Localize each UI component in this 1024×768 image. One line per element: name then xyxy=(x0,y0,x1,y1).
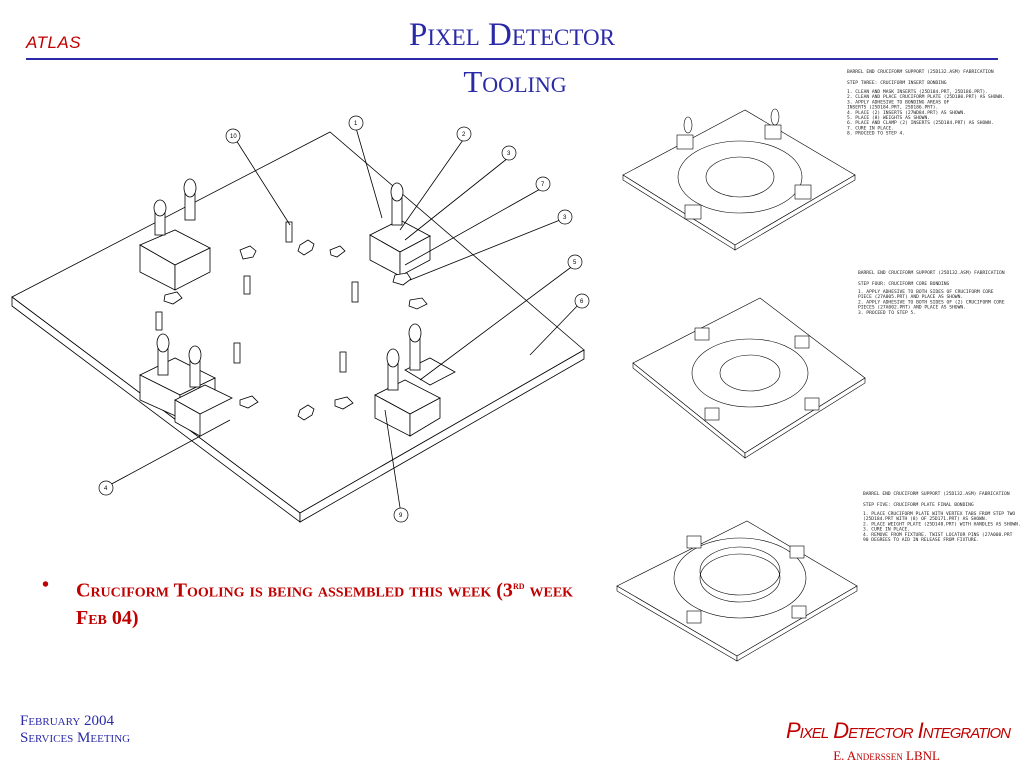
step5-heading: BARREL END CRUCIFORM SUPPORT (25D132.ASM… xyxy=(863,491,1010,497)
step-four-drawing: BARREL END CRUCIFORM SUPPORT (25D132.ASM… xyxy=(632,270,1005,459)
atlas-logo: ATLAS xyxy=(26,33,82,52)
step4-line-1: 1. APPLY ADHESIVE TO BOTH SIDES OF CRUCI… xyxy=(858,289,994,295)
callout-7: 7 xyxy=(541,182,545,188)
step4-line-2: PIECE (27A005.PRT) AND PLACE AS SHOWN. xyxy=(858,294,963,300)
clamp-block-top-left xyxy=(139,178,211,291)
callout-1: 1 xyxy=(354,121,358,127)
step-five-drawing: BARREL END CRUCIFORM SUPPORT (25D132.ASM… xyxy=(616,491,1021,662)
step3-title: STEP THREE: CRUCIFORM INSERT BONDING xyxy=(847,80,947,86)
step4-line-5: 3. PROCEED TO STEP 5. xyxy=(858,310,916,316)
main-tooling-drawing: 10 1 2 3 7 3 5 6 4 9 xyxy=(11,115,590,523)
bullet-marker: • xyxy=(42,574,50,596)
bullet-superscript: rd xyxy=(512,578,525,592)
step3-line-6: 5. PLACE (8) WEIGHTS AS SHOWN. xyxy=(847,115,930,121)
step5-line-6: 90 DEGREES TO AID IN RELEASE FROM FIXTUR… xyxy=(863,537,979,543)
status-bullet: • Cruciform Tooling is being assembled t… xyxy=(42,572,582,632)
callout-4: 4 xyxy=(104,486,108,492)
footer-right-title: Pixel Detector Integration xyxy=(785,718,1011,743)
callout-3b: 3 xyxy=(563,215,567,221)
step3-line-3: 3. APPLY ADHESIVE TO BONDING AREAS OF xyxy=(847,99,950,105)
step3-line-1: 1. CLEAN AND MASK INSERTS (25D184.PRT, 2… xyxy=(847,89,988,95)
callout-10: 10 xyxy=(230,134,237,140)
footer-meeting: Services Meeting xyxy=(20,730,131,746)
step3-line-4: INSERTS (25D184.PRT, 25D186.PRT). xyxy=(847,105,938,111)
slide-subtitle: Tooling xyxy=(463,64,567,99)
step3-line-8: 7. CURE IN PLACE. xyxy=(847,125,894,131)
bullet-text-tail: week Feb 04) xyxy=(76,579,574,629)
step3-line-7: 6. PLACE AND CLAMP (2) INSERTS (25D184.P… xyxy=(847,120,994,126)
callout-3a: 3 xyxy=(507,151,511,157)
callout-9: 9 xyxy=(399,513,403,519)
step5-line-2: (25D184.PRT WITH (8) OF 25D171.PRT) AS S… xyxy=(863,516,987,522)
step4-title: STEP FOUR: CRUCIFORM CORE BONDING xyxy=(858,281,950,287)
step3-line-5: 4. PLACE (2) INSERTS (27WD84.PRT) AS SHO… xyxy=(847,110,966,116)
locator-pins xyxy=(155,221,359,373)
step4-heading: BARREL END CRUCIFORM SUPPORT (25D132.ASM… xyxy=(858,270,1005,276)
step3-line-2: 2. CLEAN AND PLACE CRUCIFORM PLATE (25D1… xyxy=(847,94,1005,100)
step5-title: STEP FIVE: CRUCIFORM PLATE FINAL BONDING xyxy=(863,502,974,508)
callout-5: 5 xyxy=(573,260,577,266)
footer-date: February 2004 xyxy=(20,713,115,729)
step5-line-4: 3. CURE IN PLACE. xyxy=(863,527,910,533)
bullet-text-main: Cruciform Tooling is being assembled thi… xyxy=(76,579,513,602)
callout-6: 6 xyxy=(580,299,584,305)
callout-2: 2 xyxy=(462,132,466,138)
cruciform-piece-ring xyxy=(163,239,428,421)
bullet-text: Cruciform Tooling is being assembled thi… xyxy=(42,572,582,632)
clamp-block-bottom-left xyxy=(139,333,233,437)
step4-line-3: 2. APPLY ADHESIVE TO BOTH SIDES OF (2) C… xyxy=(858,299,1005,305)
slide-title: Pixel Detector xyxy=(409,17,615,53)
footer-left: February 2004 Services Meeting xyxy=(20,713,130,747)
step-three-drawing: BARREL END CRUCIFORM SUPPORT (25D132.ASM… xyxy=(622,69,1005,251)
clamp-block-top-right xyxy=(369,182,431,277)
step4-line-4: PIECES (27A002.PRT) AND PLACE AS SHOWN. xyxy=(858,305,966,311)
step5-line-3: 2. PLACE WEIGHT PLATE (25D148.PRT) WITH … xyxy=(863,521,1021,527)
step5-line-5: 4. REMOVE FROM FIXTURE. TWIST LOCATOR PI… xyxy=(863,532,1013,538)
step3-heading: BARREL END CRUCIFORM SUPPORT (25D132.ASM… xyxy=(847,69,994,75)
clamp-block-bottom-right xyxy=(374,323,456,437)
step5-line-1: 1. PLACE CRUCIFORM PLATE WITH VERTEX TAB… xyxy=(863,511,1015,517)
title-rule xyxy=(26,58,998,60)
footer-right-author: E. Anderssen LBNL xyxy=(833,748,940,763)
step3-line-9: 8. PROCEED TO STEP 4. xyxy=(847,131,905,137)
